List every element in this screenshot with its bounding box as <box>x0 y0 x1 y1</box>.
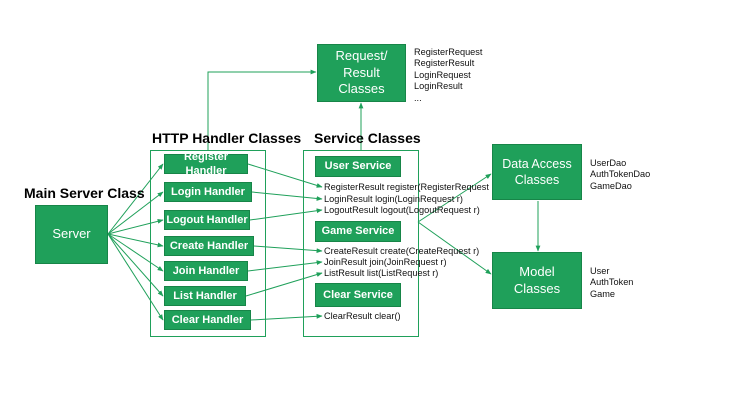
logout-handler-box: Logout Handler <box>164 210 250 230</box>
register-handler-box: Register Handler <box>164 151 248 177</box>
join-handler-box: Join Handler <box>164 261 248 281</box>
method-logout: LogoutResult logout(LogoutRequest r) <box>324 205 480 215</box>
login-handler-box: Login Handler <box>164 182 252 202</box>
list-handler-box: List Handler <box>164 286 246 306</box>
data-access-notes: UserDao AuthTokenDao GameDao <box>590 158 651 191</box>
server-box: Server <box>35 205 108 264</box>
model-box: Model Classes <box>492 252 582 309</box>
method-list: ListResult list(ListRequest r) <box>324 268 439 278</box>
user-service-box: User Service <box>315 156 401 177</box>
request-result-notes: RegisterRequest RegisterResult LoginRequ… <box>414 47 483 103</box>
model-notes: User AuthToken Game <box>590 266 634 299</box>
method-login: LoginResult login(LoginRequest r) <box>324 194 463 204</box>
http-handlers-heading: HTTP Handler Classes <box>152 130 302 146</box>
method-register: RegisterResult register(RegisterRequest … <box>324 182 498 192</box>
clear-handler-box: Clear Handler <box>164 310 251 330</box>
services-heading: Service Classes <box>314 130 421 146</box>
request-result-box: Request/ Result Classes <box>317 44 406 102</box>
game-service-box: Game Service <box>315 221 401 242</box>
method-join: JoinResult join(JoinRequest r) <box>324 257 447 267</box>
service-classes-frame <box>303 150 419 337</box>
data-access-box: Data Access Classes <box>492 144 582 200</box>
method-clear: ClearResult clear() <box>324 311 401 321</box>
main-server-heading: Main Server Class <box>24 185 145 201</box>
method-create: CreateResult create(CreateRequest r) <box>324 246 480 256</box>
clear-service-box: Clear Service <box>315 283 401 307</box>
create-handler-box: Create Handler <box>164 236 254 256</box>
handler-classes-frame <box>150 150 266 337</box>
